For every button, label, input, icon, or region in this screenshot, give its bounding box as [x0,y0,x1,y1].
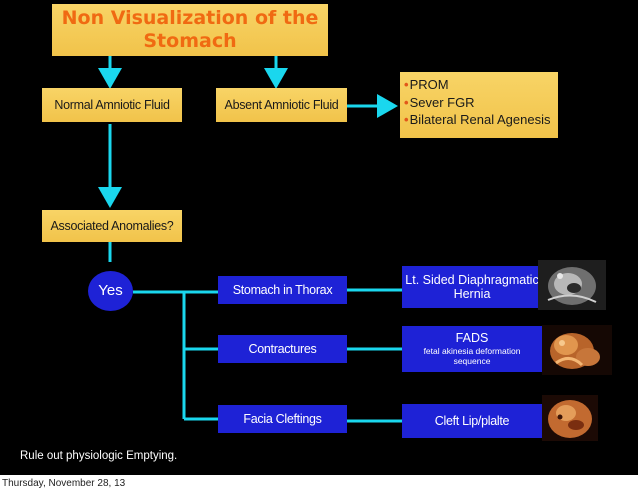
absent-amniotic-fluid-box: Absent Amniotic Fluid [216,88,347,122]
cause-item: •PROM [404,77,449,92]
absent-fluid-causes-list: •PROM •Sever FGR •Bilateral Renal Agenes… [400,72,558,138]
fads-subtitle-line-2: sequence [453,356,491,367]
facial-cleftings-box: Facia Cleftings [218,405,347,433]
associated-anomalies-box: Associated Anomalies? [42,210,182,242]
hernia-line-2: Hernia [453,287,491,301]
cause-item: •Bilateral Renal Agenesis [404,112,551,128]
facial-cleftings-label: Facia Cleftings [243,411,322,426]
contractures-box: Contractures [218,335,347,363]
diaphragmatic-hernia-box: Lt. Sided Diaphragmatic Hernia [402,266,542,308]
title-line-2: Stomach [143,30,237,52]
footer-date: Thursday, November 28, 13 [2,478,126,489]
physiologic-emptying-note: Rule out physiologic Emptying. [20,450,178,462]
fads-box: FADS fetal akinesia deformation sequence [402,326,542,372]
yes-label: Yes [98,282,123,300]
ultrasound-icon [538,260,606,310]
contractures-label: Contractures [248,341,317,356]
cleft-lip-palate-box: Cleft Lip/plalte [402,404,542,438]
stomach-in-thorax-label: Stomach in Thorax [232,282,333,297]
3d-fetus-fads-icon [542,325,612,375]
flow-connectors [98,56,402,423]
slide: Non Visualization of the Stomach Normal … [0,0,638,475]
title-box: Non Visualization of the Stomach [52,4,328,56]
stomach-in-thorax-box: Stomach in Thorax [218,276,347,304]
3d-fetus-cleft-icon [542,395,598,441]
hernia-line-1: Lt. Sided Diaphragmatic [405,272,539,287]
cleft-lip-palate-label: Cleft Lip/plalte [434,413,510,428]
fads-title: FADS [455,331,489,346]
yes-node: Yes [88,271,133,311]
absent-amniotic-fluid-label: Absent Amniotic Fluid [224,97,339,112]
title-line-1: Non Visualization of the [61,7,319,30]
normal-amniotic-fluid-box: Normal Amniotic Fluid [42,88,182,122]
cause-item: •Sever FGR [404,94,475,110]
associated-anomalies-label: Associated Anomalies? [50,218,174,233]
fads-subtitle-line-1: fetal akinesia deformation [423,346,521,357]
normal-amniotic-fluid-label: Normal Amniotic Fluid [54,97,170,112]
